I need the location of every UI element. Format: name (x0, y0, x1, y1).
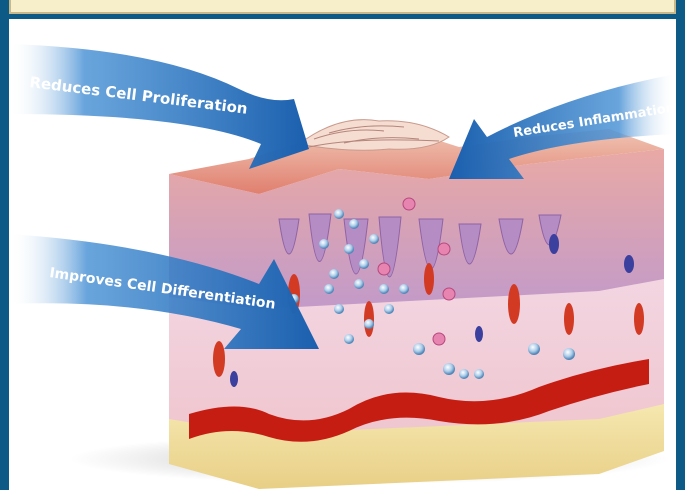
top-band (9, 0, 676, 14)
psoriatic-plaque (299, 120, 449, 151)
arrow-reduces-cell-proliferation: Reduces Cell Proliferation (9, 44, 309, 169)
skin-cross-section-illustration: Reduces Cell Proliferation Reduces Infla… (9, 19, 676, 490)
skin-diagram: Reduces Cell Proliferation Reduces Infla… (9, 19, 676, 490)
